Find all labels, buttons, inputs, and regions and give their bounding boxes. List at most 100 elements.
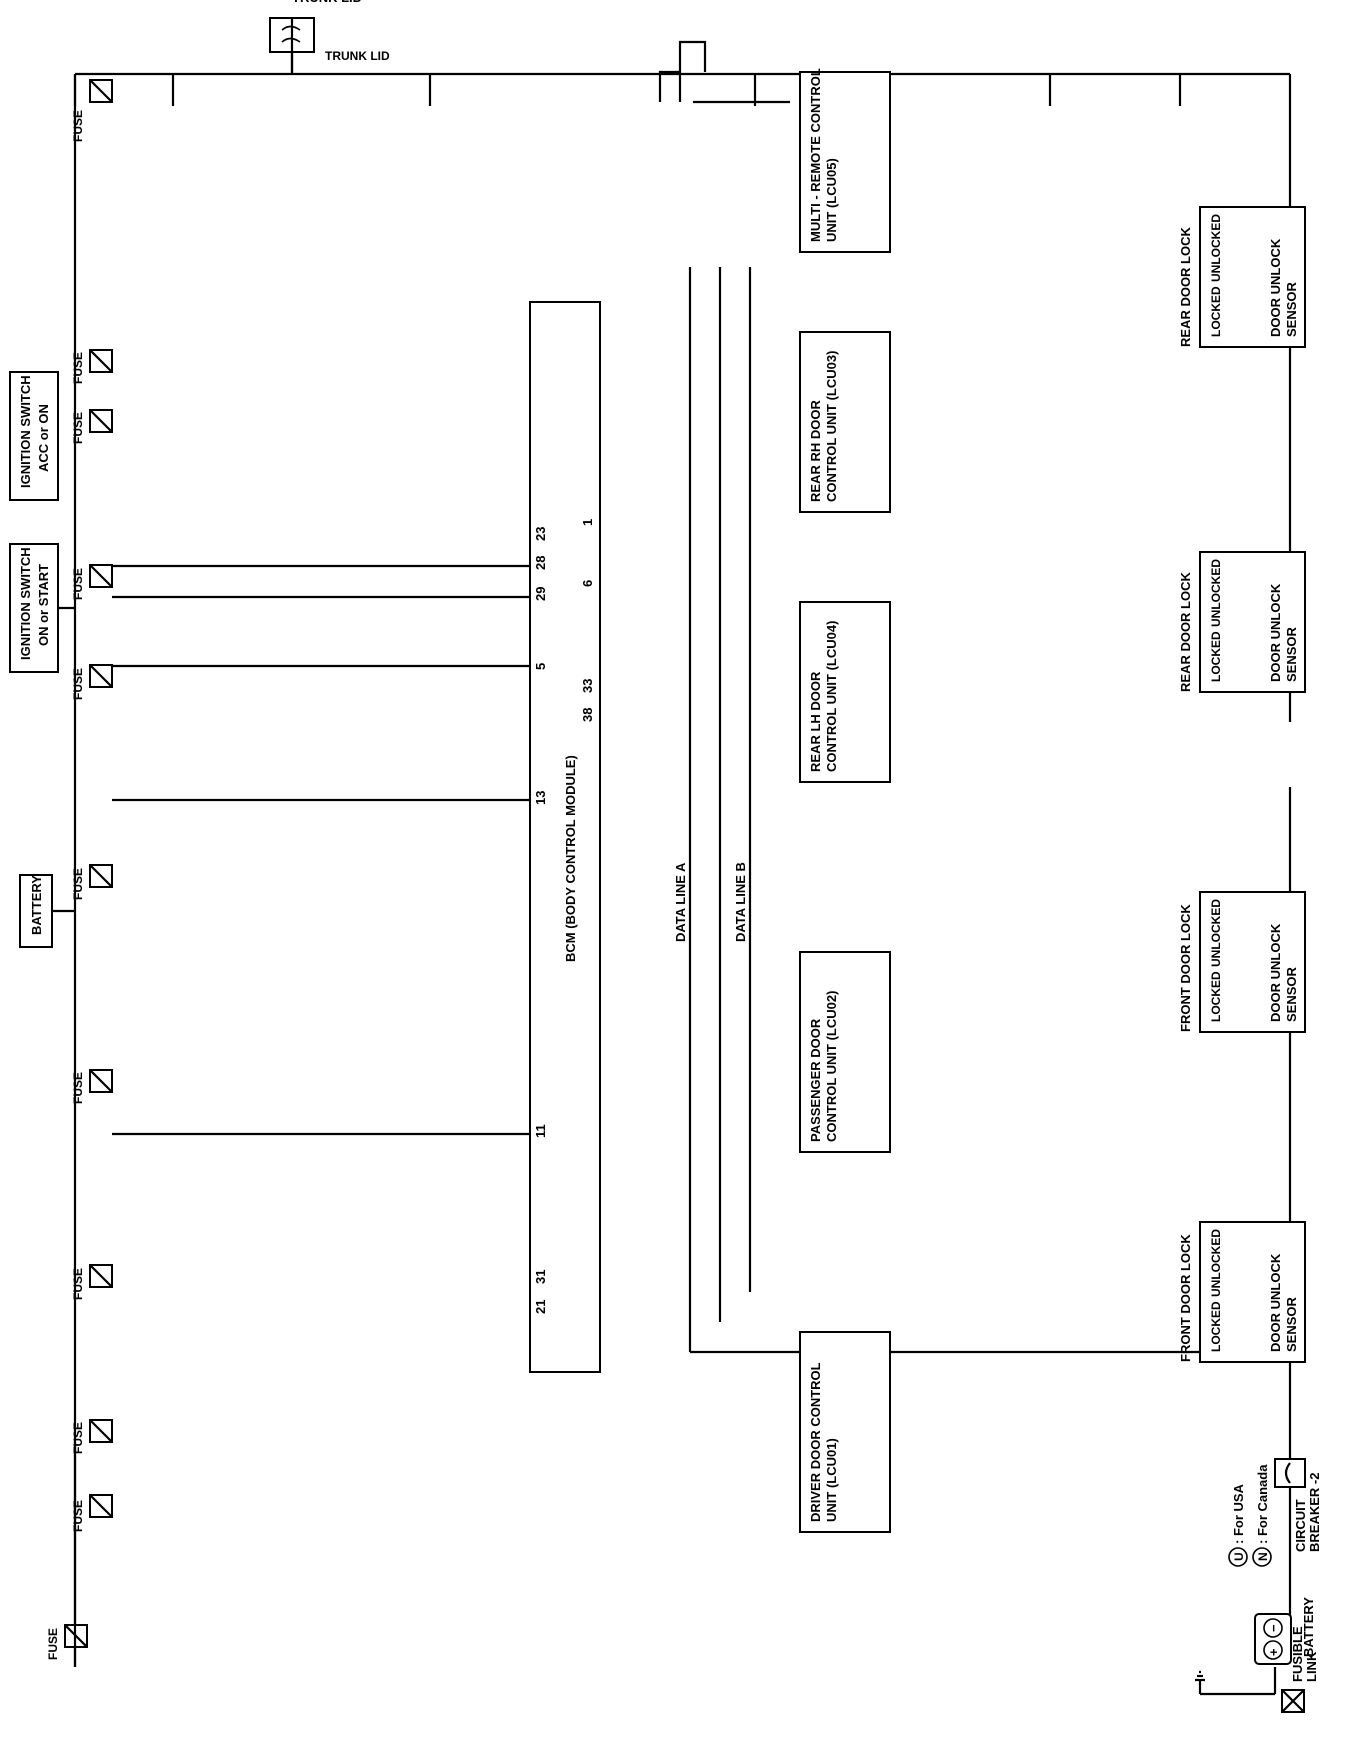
lcu02-label: PASSENGER DOOR — [808, 1018, 823, 1142]
sensor-label-2: SENSOR — [1284, 626, 1299, 682]
bcm-pin: 29 — [533, 587, 548, 601]
battery-top: BATTERY — [19, 874, 75, 948]
fuse-label: FUSE — [71, 412, 85, 444]
lcu03-label-2: CONTROL UNIT (LCU03) — [824, 351, 839, 502]
lcu05: MULTI - REMOTE CONTROL UNIT (LCU05) — [799, 68, 891, 253]
lcu05-label-2: UNIT (LCU05) — [824, 158, 839, 242]
act-front-drv-label: FRONT DOOR LOCK — [1178, 1234, 1193, 1362]
fuse-10: FUSE — [71, 349, 113, 384]
sensor-label-2: SENSOR — [1284, 1296, 1299, 1352]
actuator-rear-lh: LOCKED UNLOCKED DOOR UNLOCK SENSOR REAR … — [1178, 551, 1306, 693]
fuse-1: FUSE — [46, 1442, 88, 1667]
fuse-11: FUSE — [71, 79, 113, 142]
fuse-column: FUSE FUSE FUSE FUSE FUSE FUSE FUSE — [46, 79, 113, 1667]
trunk-actuator-text: TRUNK LID — [292, 0, 362, 5]
lcu01-label-2: UNIT (LCU01) — [824, 1438, 839, 1522]
lcu04-label-2: CONTROL UNIT (LCU04) — [824, 621, 839, 772]
trunk-actuator-label: TRUNK LID — [325, 49, 390, 63]
legend-u: U — [1232, 1552, 1246, 1561]
locked-label: LOCKED — [1209, 971, 1223, 1022]
battery-label: BATTERY — [1301, 1597, 1316, 1657]
ign-acc-on-label-2: ACC or ON — [36, 404, 51, 472]
battery-left: + − BATTERY — [1254, 1597, 1316, 1665]
locked-label: LOCKED — [1209, 1301, 1223, 1352]
lcu05-label: MULTI - REMOTE CONTROL — [808, 68, 823, 242]
actuator-rear-rh: LOCKED UNLOCKED DOOR UNLOCK SENSOR REAR … — [1178, 206, 1306, 348]
actuator-front-pass: LOCKED UNLOCKED DOOR UNLOCK SENSOR FRONT… — [1178, 891, 1306, 1033]
fuse-label: FUSE — [71, 568, 85, 600]
bcm-pin: 38 — [580, 708, 595, 722]
fuse-label: FUSE — [71, 1268, 85, 1300]
bcm-pin: 11 — [533, 1124, 548, 1138]
bcm-pin: 5 — [533, 663, 548, 670]
bcm-pin: 31 — [533, 1270, 548, 1284]
fuse-label: FUSE — [71, 1500, 85, 1532]
lcu02: PASSENGER DOOR CONTROL UNIT (LCU02) — [799, 951, 891, 1153]
lcu01: DRIVER DOOR CONTROL UNIT (LCU01) — [799, 1331, 891, 1533]
sensor-label: DOOR UNLOCK — [1268, 1253, 1283, 1352]
fuse-7: FUSE — [71, 664, 113, 700]
ign-acc-on-label: IGNITION SWITCH — [18, 375, 33, 488]
sensor-label: DOOR UNLOCK — [1268, 583, 1283, 682]
data-line-b-label: DATA LINE B — [733, 862, 748, 942]
fuse-label: FUSE — [71, 110, 85, 142]
fuse-9: FUSE — [71, 409, 113, 444]
lcu01-label: DRIVER DOOR CONTROL — [808, 1362, 823, 1522]
lcu02-label-2: CONTROL UNIT (LCU02) — [824, 991, 839, 1142]
lcu03: REAR RH DOOR CONTROL UNIT (LCU03) — [799, 331, 891, 513]
fuse-3: FUSE — [71, 1419, 113, 1454]
act-rear-lh-label: REAR DOOR LOCK — [1178, 572, 1193, 693]
bcm-pin: 28 — [533, 556, 548, 570]
bcm-pin: 6 — [580, 580, 595, 587]
fusible-link-label-2: LINK — [1304, 1651, 1319, 1682]
bcm-pin: 21 — [533, 1300, 548, 1314]
fuse-5: FUSE — [71, 1069, 113, 1104]
legend-u-text: : For USA — [1231, 1483, 1246, 1544]
act-rear-rh-label: REAR DOOR LOCK — [1178, 227, 1193, 348]
fuse-6: FUSE — [71, 864, 113, 900]
unlocked-label: UNLOCKED — [1209, 214, 1223, 282]
circuit-breaker-label: CIRCUIT — [1293, 1499, 1308, 1552]
ign-on-start-label-2: ON or START — [36, 564, 51, 646]
data-line-a-label: DATA LINE A — [673, 862, 688, 942]
fuse-label: FUSE — [71, 668, 85, 700]
fuse-label: FUSE — [71, 868, 85, 900]
bcm-pin: 1 — [580, 519, 595, 526]
window-antenna — [658, 40, 790, 104]
svg-text:−: − — [1266, 1624, 1281, 1632]
lcu03-label: REAR RH DOOR — [808, 400, 823, 502]
circuit-breaker-label-2: BREAKER -2 — [1307, 1473, 1322, 1552]
bcm-pin: 33 — [580, 679, 595, 693]
sensor-label: DOOR UNLOCK — [1268, 923, 1283, 1022]
bcm-pin: 23 — [533, 527, 548, 541]
bcm-label: BCM (BODY CONTROL MODULE) — [563, 755, 578, 962]
sensor-label: DOOR UNLOCK — [1268, 238, 1283, 337]
locked-label: LOCKED — [1209, 631, 1223, 682]
legend: U : For USA N : For Canada — [1228, 1464, 1272, 1567]
unlocked-label: UNLOCKED — [1209, 559, 1223, 627]
legend-n: N — [1256, 1552, 1270, 1561]
fuse-2: FUSE — [71, 1494, 113, 1532]
circuit-breaker: CIRCUIT BREAKER -2 — [1274, 1458, 1322, 1552]
ign-on-start-label: IGNITION SWITCH — [18, 547, 33, 660]
fuse-label: FUSE — [46, 1628, 60, 1660]
trunk-lid-actuator: TRUNK LID — [269, 17, 390, 74]
fuse-8: FUSE — [71, 564, 113, 600]
act-front-pass-label: FRONT DOOR LOCK — [1178, 904, 1193, 1032]
bcm-module: BCM (BODY CONTROL MODULE) 21 31 11 13 5 … — [529, 301, 601, 1373]
actuator-front-drv: LOCKED UNLOCKED DOOR UNLOCK SENSOR FRONT… — [1178, 1221, 1306, 1363]
fuse-4: FUSE — [71, 1264, 113, 1300]
locked-label: LOCKED — [1209, 286, 1223, 337]
fuse-label: FUSE — [71, 1072, 85, 1104]
fuse-label: FUSE — [71, 1422, 85, 1454]
unlocked-label: UNLOCKED — [1209, 899, 1223, 967]
legend-n-text: : For Canada — [1255, 1464, 1270, 1544]
data-lines: DATA LINE A DATA LINE B — [673, 267, 752, 1352]
svg-text:+: + — [1266, 1648, 1281, 1656]
ignition-switch-on-start: IGNITION SWITCH ON or START — [9, 543, 75, 673]
sensor-label-2: SENSOR — [1284, 966, 1299, 1022]
unlocked-label: UNLOCKED — [1209, 1229, 1223, 1297]
lcu04: REAR LH DOOR CONTROL UNIT (LCU04) — [799, 601, 891, 783]
